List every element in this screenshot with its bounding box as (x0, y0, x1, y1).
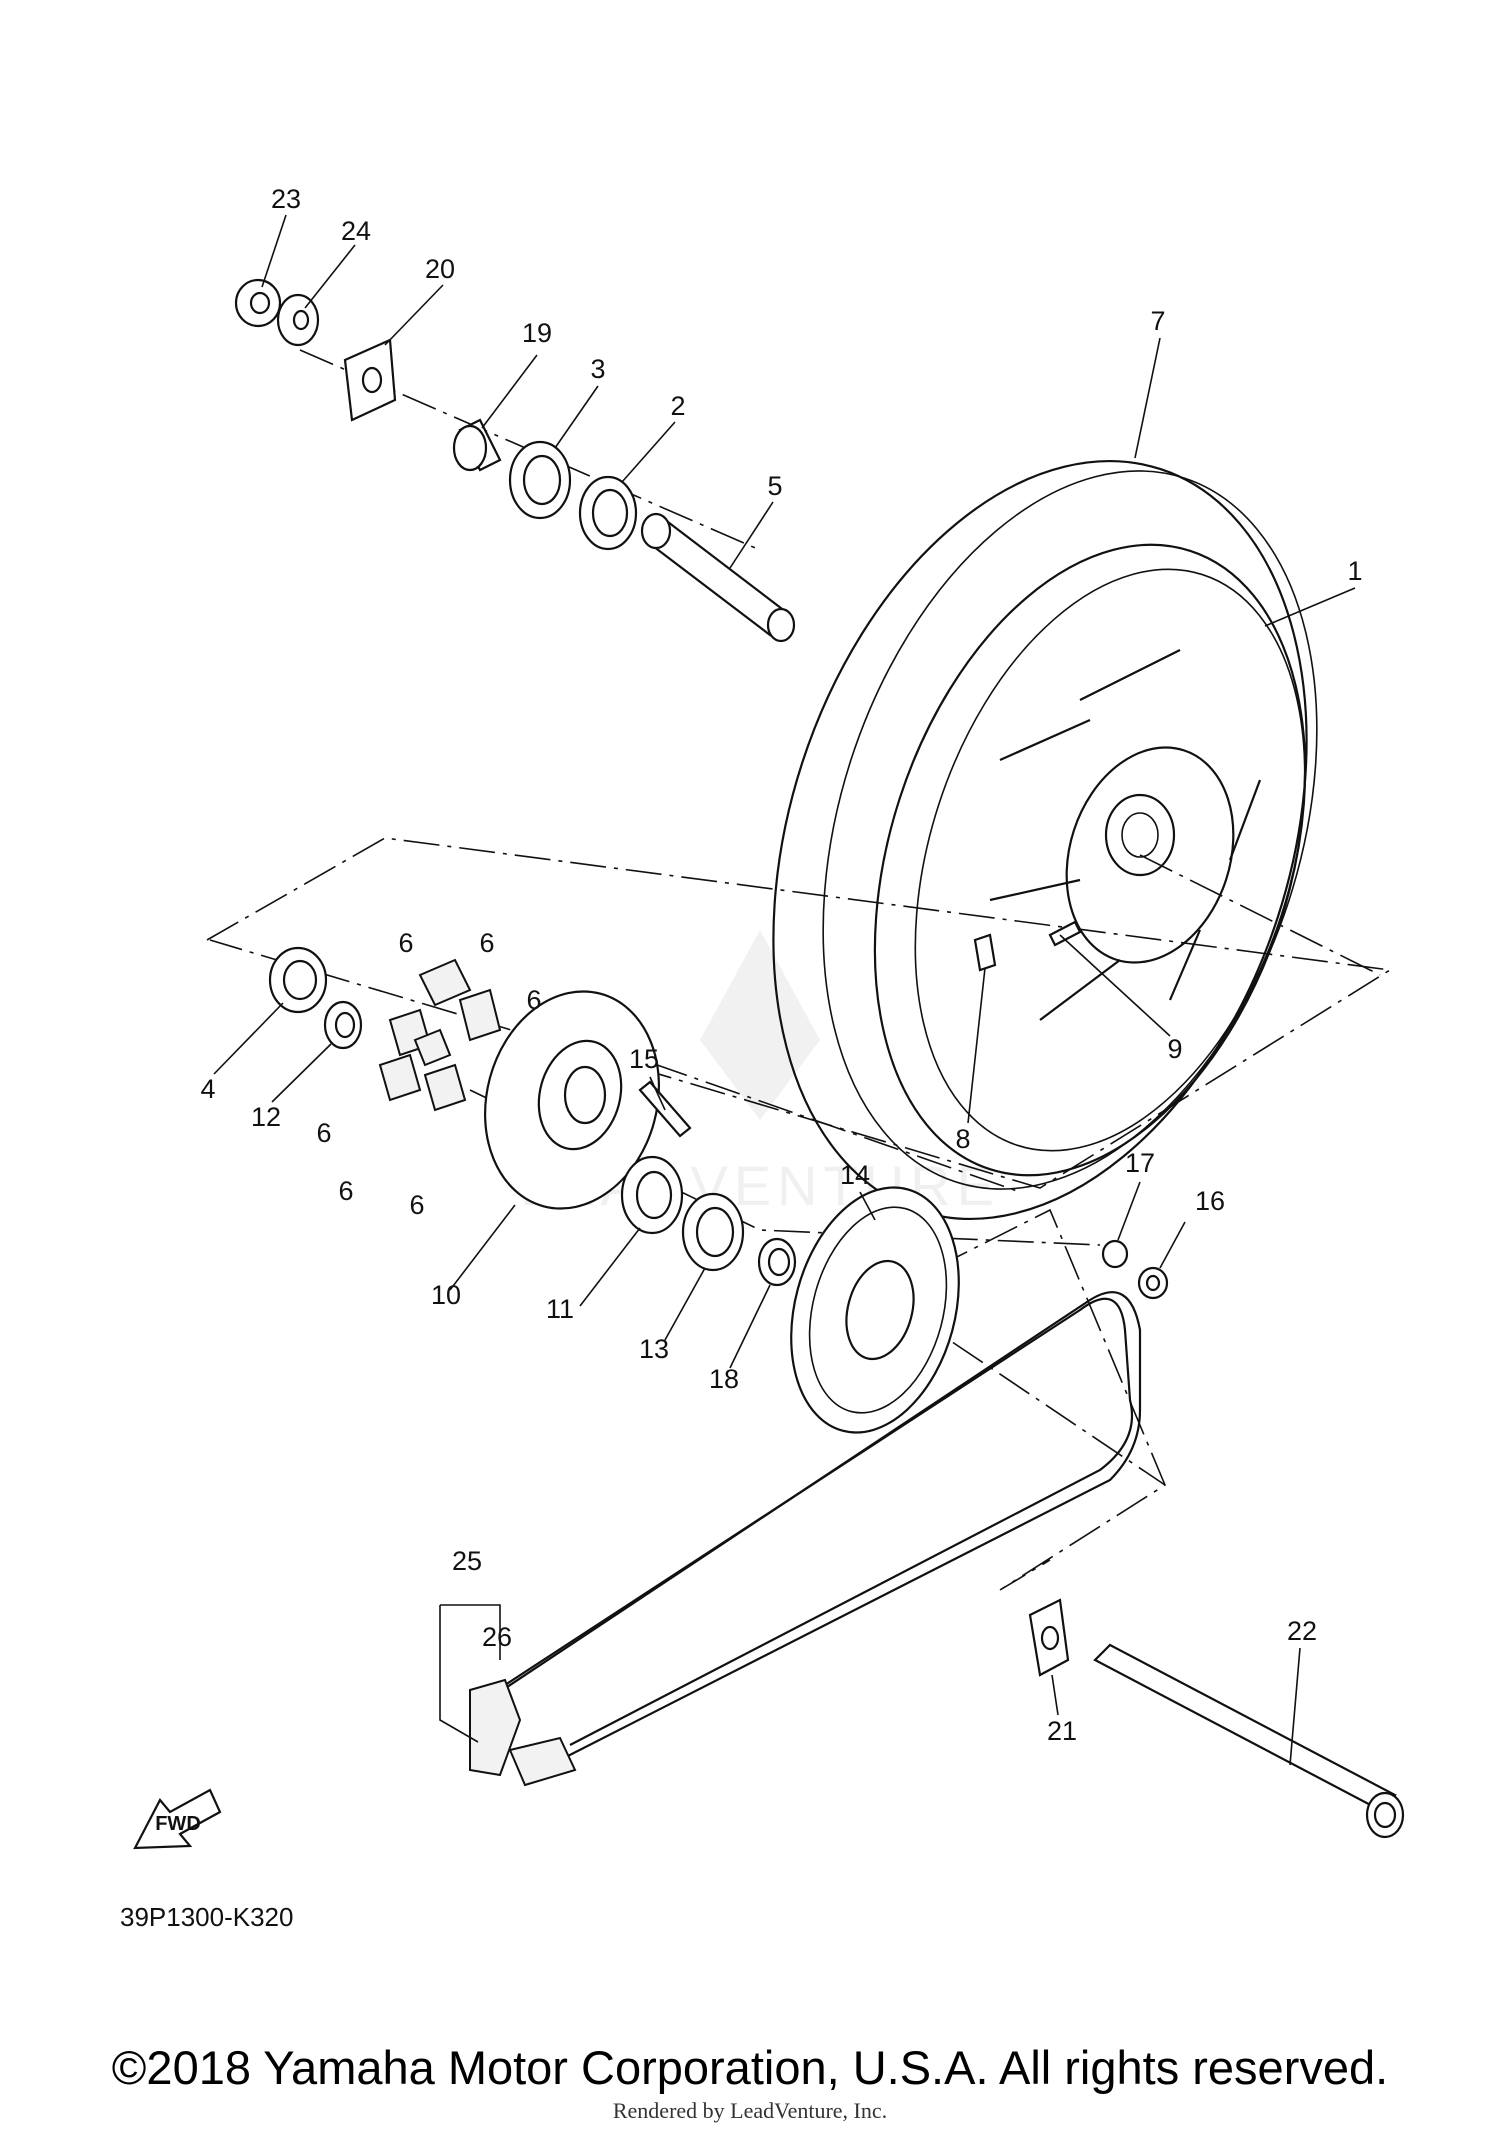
part-24-washer (276, 293, 320, 347)
part-3-bearing (508, 440, 572, 520)
label-part-18: 18 (709, 1364, 739, 1394)
copyright-notice: ©2018 Yamaha Motor Corporation, U.S.A. A… (111, 2041, 1389, 2094)
label-part-25: 25 (452, 1546, 482, 1576)
part-8-valve (973, 933, 997, 972)
label-part-8: 8 (955, 1124, 970, 1154)
label-part-7: 7 (1150, 306, 1165, 336)
fwd-label: FWD (155, 1813, 201, 1835)
label-part-6a: 6 (398, 928, 413, 958)
leader-lines (213, 214, 1356, 1766)
label-part-6e: 6 (338, 1176, 353, 1206)
label-part-1: 1 (1347, 556, 1362, 586)
label-part-16: 16 (1195, 1186, 1225, 1216)
label-part-12: 12 (251, 1102, 281, 1132)
label-part-6f: 6 (409, 1190, 424, 1220)
label-part-10: 10 (431, 1280, 461, 1310)
rendered-by-notice: Rendered by LeadVenture, Inc. (612, 2098, 888, 2123)
part-9-weight (1048, 920, 1082, 947)
part-6-dampers (378, 958, 502, 1112)
diagram-code: 39P1300-K320 (120, 1902, 294, 1932)
label-part-3: 3 (590, 354, 605, 384)
label-part-6d: 6 (316, 1118, 331, 1148)
part-12-collar (323, 1000, 363, 1050)
part-16-nut (1137, 1266, 1169, 1300)
label-part-17: 17 (1125, 1148, 1155, 1178)
part-11-bearing (620, 1155, 684, 1235)
assembly-outline-upper (206, 837, 1393, 1193)
part-23-nut (234, 278, 282, 328)
part-19-collar (452, 418, 502, 472)
label-part-6c: 6 (526, 985, 541, 1015)
label-part-26: 26 (482, 1622, 512, 1652)
label-part-22: 22 (1287, 1616, 1317, 1646)
label-part-21: 21 (1047, 1716, 1077, 1746)
part-17-washer (1101, 1239, 1129, 1269)
label-part-24: 24 (341, 216, 371, 246)
label-part-9: 9 (1167, 1034, 1182, 1064)
fwd-arrow-icon: FWD (133, 1788, 222, 1850)
part-14-sprocket (790, 1186, 960, 1434)
label-part-19: 19 (522, 318, 552, 348)
part-18-collar (757, 1237, 797, 1287)
part-number-labels: 1 2 3 4 5 6 6 6 6 6 6 7 8 9 10 11 12 13 … (200, 184, 1362, 1746)
label-part-2: 2 (670, 391, 685, 421)
part-21-plate (1028, 1598, 1070, 1677)
part-25-chain (469, 1291, 1142, 1787)
label-part-20: 20 (425, 254, 455, 284)
label-part-5: 5 (767, 471, 782, 501)
part-1-wheel (873, 543, 1307, 1177)
part-10-hub (484, 990, 660, 1210)
part-20-plate (343, 338, 397, 422)
part-22-axle (1093, 1643, 1405, 1839)
bracket-25-26 (439, 1604, 501, 1743)
part-5-spacer (640, 512, 796, 643)
part-4-bearing (268, 946, 328, 1014)
label-part-13: 13 (639, 1334, 669, 1364)
part-13-seal (681, 1192, 745, 1272)
part-2-bearing (578, 475, 638, 551)
label-part-6b: 6 (479, 928, 494, 958)
label-part-14: 14 (840, 1160, 870, 1190)
label-part-11: 11 (546, 1294, 574, 1324)
label-part-4: 4 (200, 1074, 215, 1104)
label-part-15: 15 (629, 1044, 659, 1074)
label-part-23: 23 (271, 184, 301, 214)
